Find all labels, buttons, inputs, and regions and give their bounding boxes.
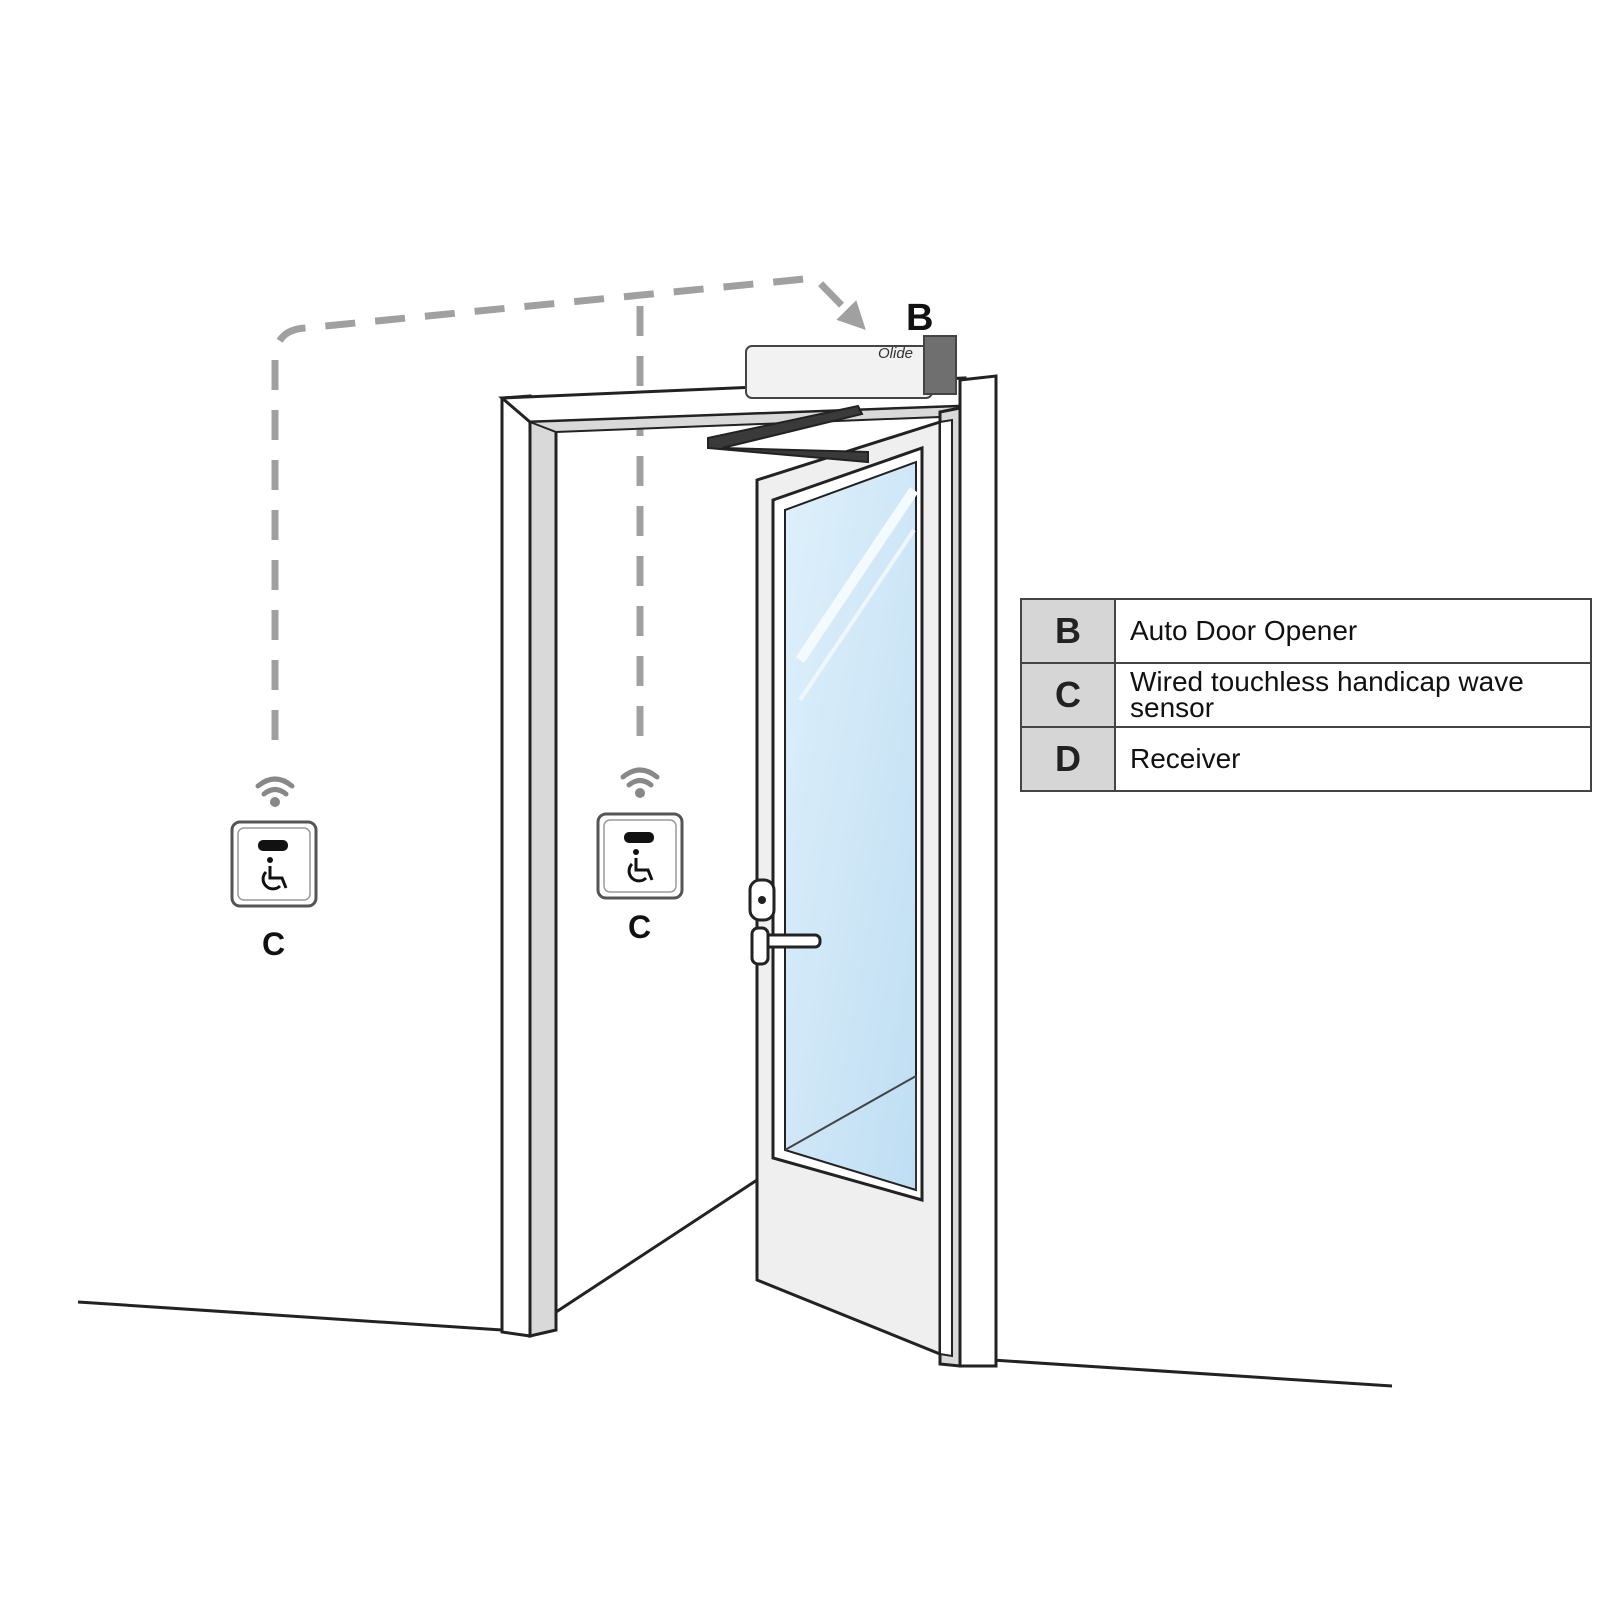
sensor-plate bbox=[230, 820, 318, 908]
legend-table: B Auto Door Opener C Wired touchless han… bbox=[1020, 598, 1592, 792]
opener-brand: Olide bbox=[878, 345, 913, 362]
legend-row: C Wired touchless handicap wave sensor bbox=[1020, 662, 1592, 728]
sensor-plate-inner bbox=[237, 827, 311, 901]
auto-door-opener: Olide bbox=[745, 335, 957, 399]
legend-row: D Receiver bbox=[1020, 726, 1592, 792]
wheelchair-icon bbox=[627, 849, 654, 883]
legend-key: C bbox=[1020, 662, 1116, 728]
sensor-left-label: C bbox=[262, 926, 285, 962]
sensor-center: C bbox=[596, 767, 684, 945]
floor-line-left bbox=[77, 1300, 503, 1332]
signal-path-left bbox=[271, 274, 866, 740]
sensor-plate bbox=[596, 812, 684, 900]
frame-left-jamb-face bbox=[500, 394, 532, 1338]
sensor-plate-inner bbox=[603, 819, 677, 893]
glass-floor-reflection bbox=[784, 1075, 917, 1151]
door-lock-dot bbox=[758, 896, 766, 904]
opener-arm bbox=[707, 404, 869, 464]
legend-key: B bbox=[1020, 598, 1116, 664]
legend-desc: Auto Door Opener bbox=[1114, 598, 1592, 664]
legend-desc: Wired touchless handicap wave sensor bbox=[1114, 662, 1592, 728]
legend-desc: Receiver bbox=[1114, 726, 1592, 792]
door-handle-rose bbox=[750, 926, 770, 966]
wifi-icon bbox=[620, 767, 660, 798]
frame-left-jamb-inner bbox=[528, 420, 558, 1338]
opener-end-cap bbox=[923, 335, 957, 395]
wifi-icon bbox=[255, 776, 295, 807]
legend-row: B Auto Door Opener bbox=[1020, 598, 1592, 664]
sensor-window bbox=[258, 840, 288, 851]
sensor-center-label: C bbox=[628, 909, 651, 945]
glass-reflection-1 bbox=[795, 487, 919, 663]
floor-line-right bbox=[991, 1358, 1393, 1388]
door-leaf-edge bbox=[939, 418, 953, 1358]
glass-reflection-2 bbox=[798, 528, 916, 702]
opener-label: B bbox=[906, 297, 933, 339]
wheelchair-icon bbox=[261, 857, 288, 891]
door-glass bbox=[784, 460, 917, 1192]
legend-key: D bbox=[1020, 726, 1116, 792]
frame-right-jamb-face bbox=[958, 374, 998, 1368]
floor-line-doorway bbox=[552, 1178, 758, 1316]
sensor-window bbox=[624, 832, 654, 843]
sensor-left: C bbox=[230, 776, 318, 962]
